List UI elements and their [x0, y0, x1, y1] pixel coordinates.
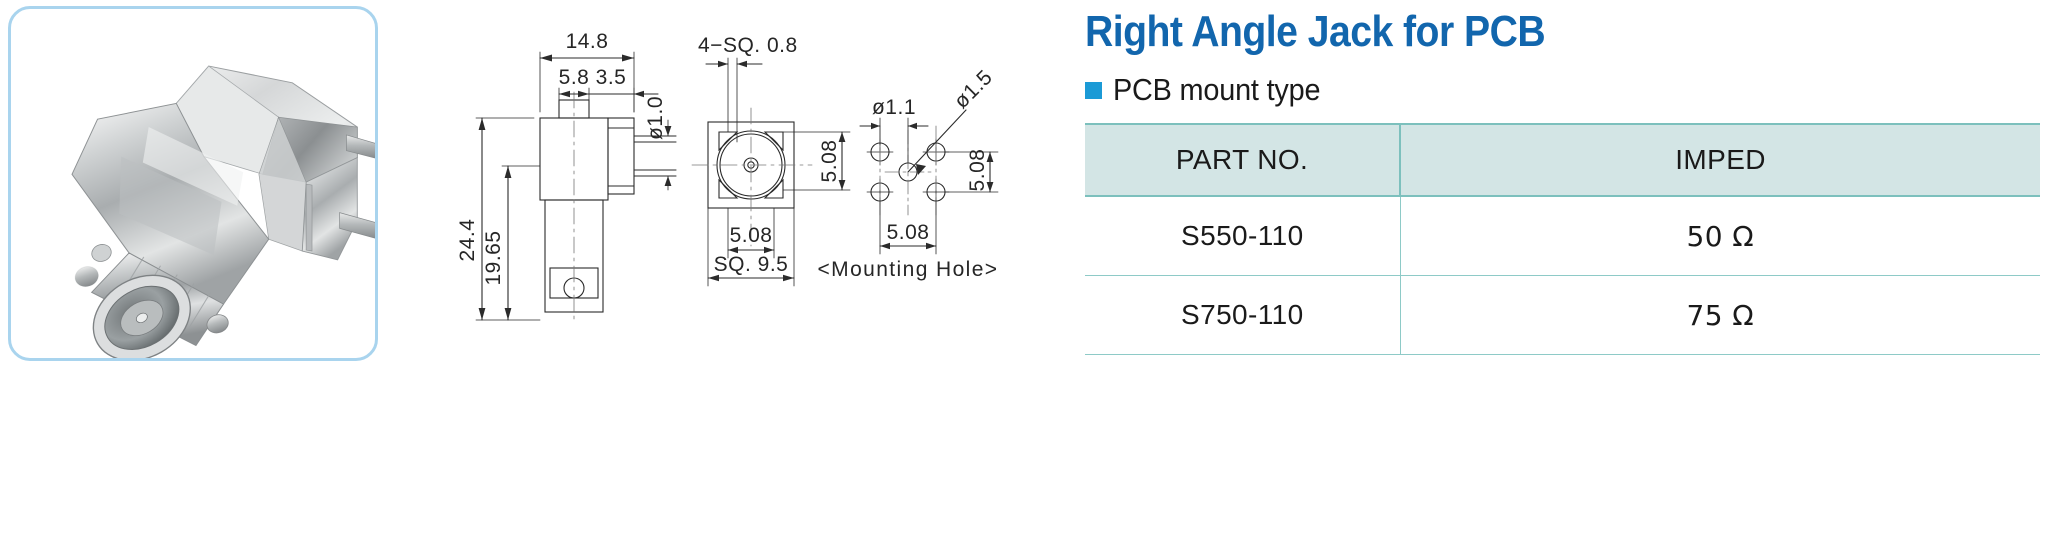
- specification-table: PART NO. IMPED S550-110 50 Ω S750-110 75…: [1085, 123, 2040, 355]
- column-header-part-no: PART NO.: [1085, 123, 1401, 197]
- cell-part-no: S550-110: [1085, 196, 1401, 276]
- mount-type-label: PCB mount type: [1113, 72, 1321, 107]
- cell-imped: 50 Ω: [1399, 196, 2040, 276]
- dim-mh-pitch-bottom: 5.08: [887, 221, 930, 244]
- dim-hole-pitch-horizontal: ø1.1: [872, 96, 916, 119]
- dim-body-length: 5.8: [559, 66, 590, 89]
- dim-overall-length: 14.8: [566, 30, 609, 53]
- mount-type-note: PCB mount type: [1085, 72, 1336, 108]
- dim-mh-pitch-vertical: 5.08: [966, 149, 989, 192]
- square-bullet-icon: [1085, 81, 1102, 99]
- product-photo: [71, 65, 375, 358]
- product-photo-frame: [8, 6, 378, 361]
- dim-overall-height: 24.4: [456, 219, 479, 262]
- dim-pin-note: 4−SQ. 0.8: [698, 34, 798, 57]
- dim-body-height: 19.65: [482, 230, 505, 285]
- cell-part-no: S750-110: [1085, 275, 1401, 355]
- dim-pin-pitch-horizontal: 5.08: [730, 224, 773, 247]
- product-info-panel: Right Angle Jack for PCB PCB mount type …: [1085, 0, 2040, 420]
- column-header-imped: IMPED: [1399, 123, 2040, 197]
- cell-imped: 75 Ω: [1399, 275, 2040, 355]
- dim-center-hole: ø1.5: [950, 66, 997, 113]
- technical-drawing: 14.8 5.8 3.5 24.4 19.65 ø1.0 4−SQ. 0.8 5…: [430, 0, 1070, 400]
- table-header-row: PART NO. IMPED: [1085, 123, 2040, 197]
- dim-pin-diameter: ø1.0: [644, 96, 667, 140]
- mounting-hole-caption: <Mounting Hole>: [818, 258, 999, 281]
- dim-pin-pitch-vertical: 5.08: [818, 140, 841, 183]
- page-title: Right Angle Jack for PCB: [1085, 7, 1546, 56]
- dim-square-body: SQ. 9.5: [714, 253, 789, 276]
- dim-pin-offset: 3.5: [596, 66, 627, 89]
- table-row[interactable]: S750-110 75 Ω: [1085, 275, 2040, 355]
- table-row[interactable]: S550-110 50 Ω: [1085, 196, 2040, 276]
